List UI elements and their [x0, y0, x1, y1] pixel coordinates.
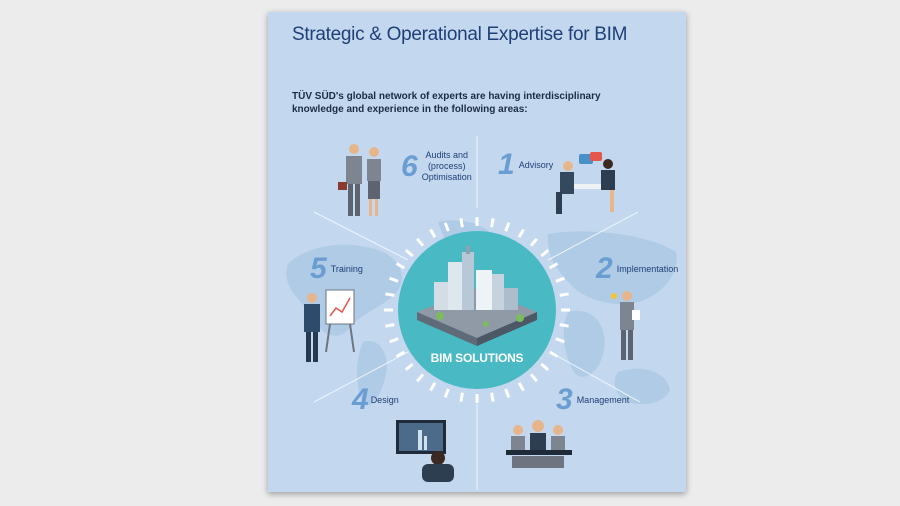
tick-mark [443, 222, 450, 232]
tick-mark [517, 228, 525, 239]
area-number: 4 [352, 383, 369, 416]
tick-mark [404, 362, 414, 371]
area-number: 3 [556, 383, 573, 416]
area-label: Training [330, 263, 363, 274]
infographic-title: Strategic & Operational Expertise for BI… [292, 24, 628, 45]
tick-mark [404, 249, 414, 258]
section-dividers [313, 136, 641, 490]
area-label: Implementation [616, 263, 679, 274]
infographic-artwork [286, 136, 677, 490]
tick-mark [385, 323, 395, 328]
clock-tick-ring [384, 217, 570, 403]
training-illustration [304, 289, 355, 362]
area-number: 5 [310, 252, 327, 285]
auditors-illustration [338, 144, 381, 216]
area-label-line: Audits and [425, 150, 468, 160]
bim-solutions-label: BIM SOLUTIONS [430, 351, 524, 365]
tick-mark [429, 228, 437, 239]
advisory-meeting-illustration [556, 152, 615, 214]
tick-mark [548, 350, 559, 358]
area-label: Advisory [518, 159, 554, 170]
area-advisory: 1 Advisory [498, 150, 553, 180]
area-label: Audits and (process) Optimisation [422, 150, 472, 183]
tick-mark [540, 249, 550, 258]
tick-mark [429, 381, 437, 392]
area-number: 1 [498, 148, 515, 181]
area-design: 4 Design [352, 385, 399, 415]
tick-mark [540, 362, 550, 371]
tick-mark [416, 237, 425, 247]
area-label: Design [370, 394, 399, 405]
isometric-city-icon [417, 246, 537, 346]
area-management: 3 Management [556, 385, 629, 415]
implementation-illustration [611, 291, 640, 360]
tick-mark [416, 373, 425, 383]
tick-mark [443, 388, 450, 398]
tick-mark [389, 337, 399, 344]
area-label-line: (process) [427, 161, 466, 171]
tick-mark [504, 222, 511, 232]
tick-mark [459, 218, 464, 228]
area-label: Management [576, 394, 630, 405]
tick-mark [517, 381, 525, 392]
area-number: 6 [401, 149, 418, 183]
area-label-line: Optimisation [421, 172, 472, 182]
area-number: 2 [596, 252, 613, 285]
area-training: 5 Training [310, 254, 363, 284]
tick-mark [529, 237, 538, 247]
tick-mark [490, 392, 495, 402]
tick-mark [395, 262, 406, 270]
infographic-poster: Strategic & Operational Expertise for BI… [268, 12, 686, 492]
tick-mark [504, 388, 511, 398]
tick-mark [555, 276, 565, 283]
area-implementation: 2 Implementation [596, 254, 678, 284]
intro-text: TÜV SÜD's global network of experts are … [292, 91, 601, 115]
tick-mark [559, 292, 569, 297]
tick-mark [490, 218, 495, 228]
tick-mark [548, 262, 559, 270]
tick-mark [559, 323, 569, 328]
design-workstation-illustration [396, 420, 454, 482]
tick-mark [385, 292, 395, 297]
tick-mark [529, 373, 538, 383]
tick-mark [459, 392, 464, 402]
tick-mark [389, 276, 399, 283]
management-team-illustration [506, 420, 572, 468]
tick-mark [555, 337, 565, 344]
area-audits-optimisation: 6 Audits and (process) Optimisation [401, 150, 472, 183]
tick-mark [395, 350, 406, 358]
